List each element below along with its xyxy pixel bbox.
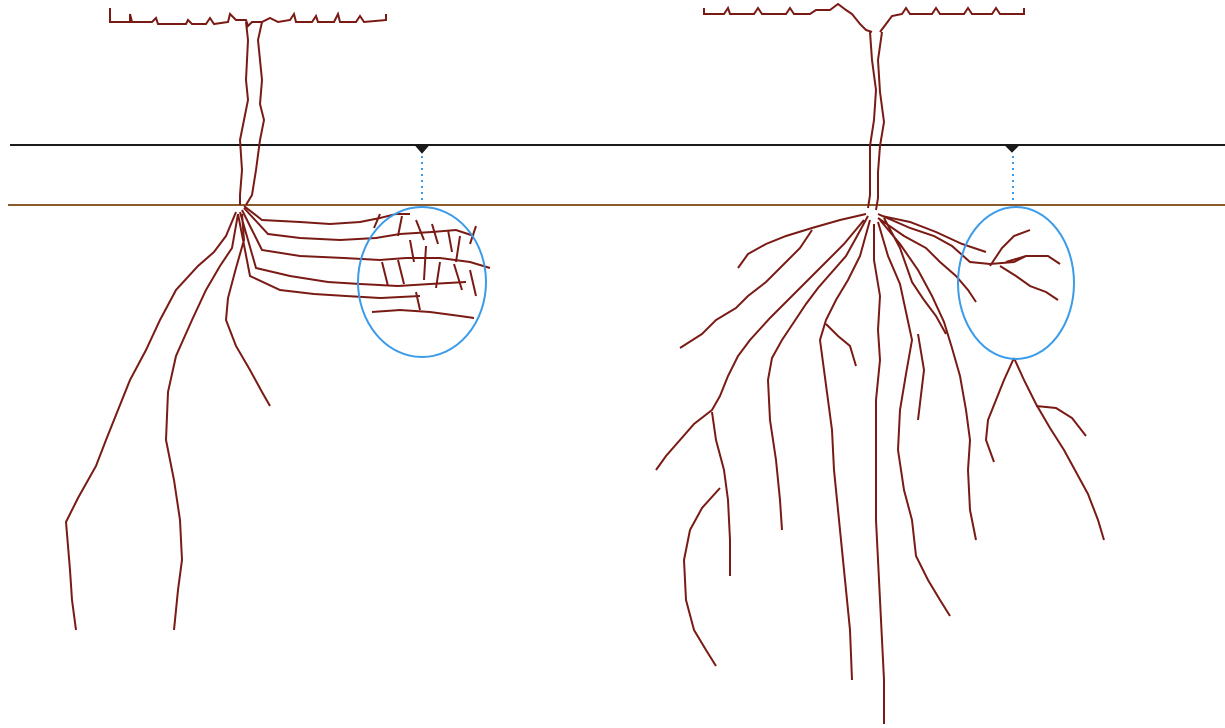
- right-vine-root-center-3: [878, 222, 950, 616]
- left-vine-root-right-6: [372, 310, 474, 318]
- right-vine-root-right-2: [986, 358, 1104, 540]
- left-vine-trunk: [240, 22, 264, 205]
- right-vine-root-left-4: [826, 324, 856, 366]
- right-vine-root-left-1: [680, 214, 866, 348]
- right-vine-cordon: [704, 4, 1024, 32]
- right-vine-root-zone-branches: [990, 230, 1060, 300]
- drip-emitter-icon: [1006, 146, 1018, 152]
- right-vine-trunk: [868, 32, 884, 210]
- left-vine-deep-root-1: [66, 212, 236, 630]
- right-vine-root-right-3: [884, 218, 946, 420]
- right-vine-root-zone-3: [882, 216, 986, 252]
- left-vine-root-zone-branches: [374, 214, 476, 310]
- left-vine: [66, 8, 490, 630]
- right-wetted-zone: [958, 207, 1074, 359]
- left-drip-emitter: [358, 146, 486, 357]
- right-vine: [656, 4, 1104, 724]
- right-vine-root-center-2: [874, 224, 884, 724]
- left-vine-root-right-2: [244, 208, 474, 240]
- right-drip-emitter: [958, 146, 1074, 359]
- right-vine-root-right-1: [880, 220, 976, 540]
- left-wetted-zone: [358, 207, 486, 357]
- right-vine-root-left-2: [768, 216, 868, 530]
- right-vine-root-center-1: [820, 220, 870, 680]
- left-vine-deep-root-2: [166, 214, 238, 630]
- drip-emitter-icon: [416, 146, 428, 153]
- left-vine-cordon: [110, 8, 386, 26]
